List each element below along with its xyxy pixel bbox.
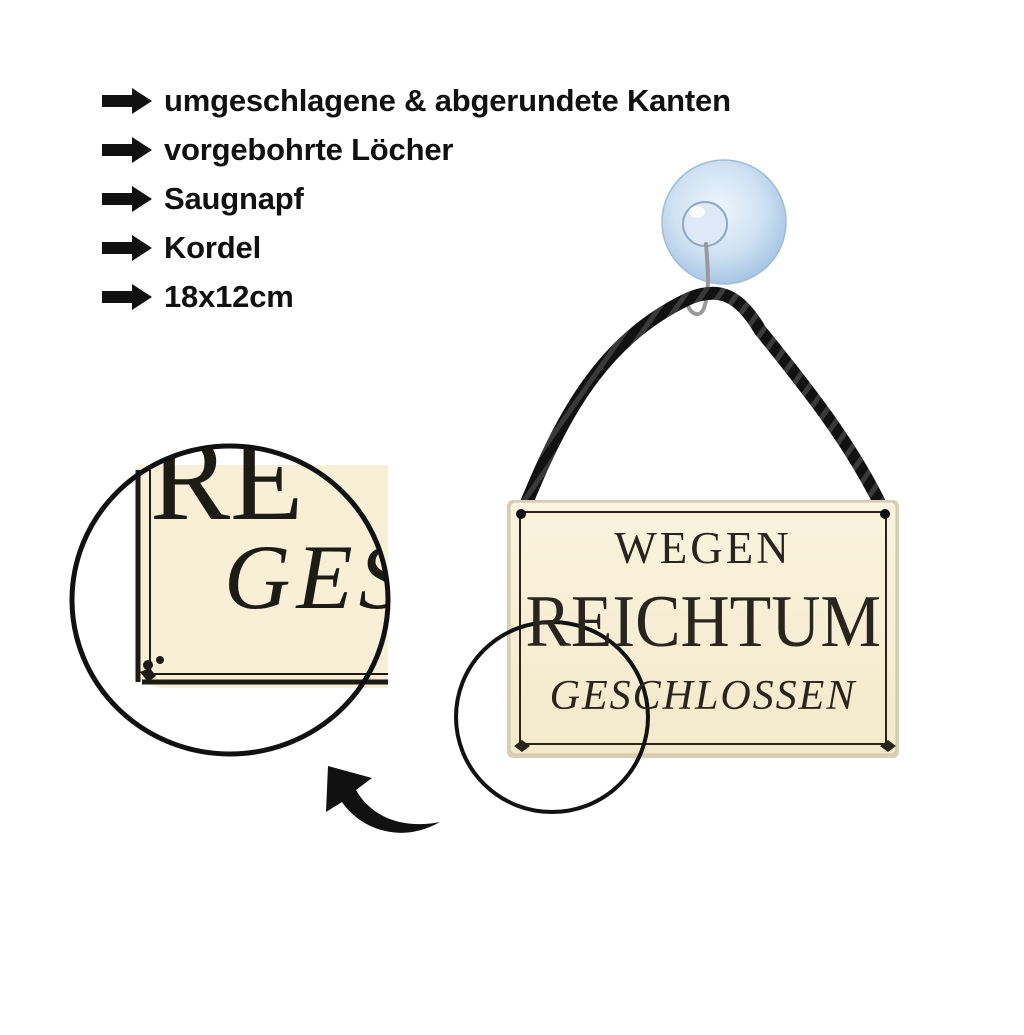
arrow-right-icon (102, 136, 152, 163)
feature-item: vorgebohrte Löcher (102, 125, 731, 174)
highlight-circle (454, 620, 650, 814)
feature-label: Saugnapf (164, 180, 304, 216)
feature-label: 18x12cm (164, 278, 294, 314)
feature-item: Kordel (102, 223, 731, 272)
corner-ornament-icon (514, 740, 896, 752)
feature-item: Saugnapf (102, 174, 731, 223)
feature-list: umgeschlagene & abgerundete Kanten vorge… (102, 76, 731, 321)
sign-line-2: REICHTUM (525, 581, 881, 663)
sign-line-3: GESCHLOSSEN (549, 673, 857, 719)
arrow-right-icon (102, 87, 152, 114)
suction-cup-icon (661, 159, 787, 317)
zoom-partial-bottom: GES (224, 526, 388, 628)
arrow-right-icon (102, 185, 152, 212)
feature-label: vorgebohrte Löcher (164, 131, 454, 167)
metal-sign (507, 500, 899, 758)
sign-line-1: WEGEN (614, 523, 792, 573)
zoom-text-clip: RE GES (72, 446, 388, 754)
feature-item: 18x12cm (102, 272, 731, 321)
feature-label: umgeschlagene & abgerundete Kanten (164, 82, 731, 118)
arrow-right-icon (102, 234, 152, 261)
feature-item: umgeschlagene & abgerundete Kanten (102, 76, 731, 125)
arrow-right-icon (102, 283, 152, 310)
curved-arrow-icon (326, 766, 440, 833)
feature-label: Kordel (164, 229, 261, 265)
cord (515, 286, 891, 521)
